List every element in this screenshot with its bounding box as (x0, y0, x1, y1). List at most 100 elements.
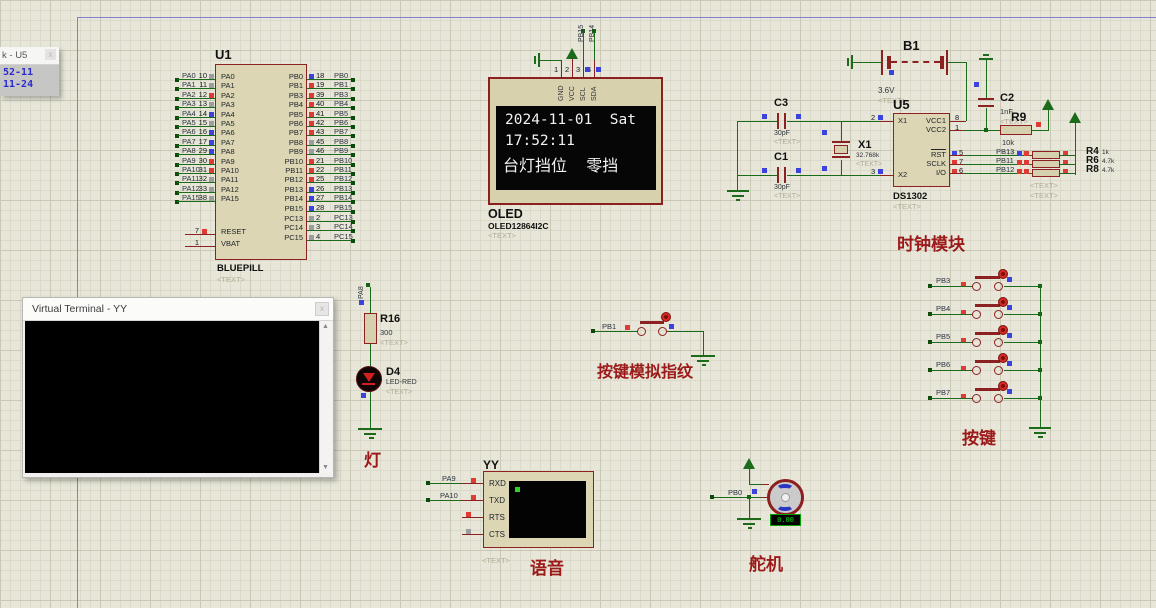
key-row[interactable]: PB5 (928, 333, 1048, 355)
pin-name: PB5 (263, 110, 303, 119)
text-placeholder: <TEXT> (893, 202, 921, 211)
button-contact (972, 282, 981, 291)
rtc-pullup-rows: PB13 R4 1k PB11 R6 4.7k (963, 148, 1156, 178)
text-placeholder: <TEXT> (774, 139, 800, 146)
text-placeholder: <TEXT> (386, 389, 412, 396)
pin-stub (880, 121, 893, 122)
button-actuator[interactable] (661, 312, 671, 322)
state-indicator (361, 393, 366, 398)
resistor-value: 4.7k (1102, 167, 1114, 174)
ground-icon (697, 360, 709, 362)
servo-angle-display: 0.00 (770, 514, 801, 526)
close-icon[interactable]: x (315, 302, 329, 316)
state-indicator (1007, 333, 1012, 338)
section-label-servo: 舵机 (749, 550, 783, 575)
pin-name: VCC1 (916, 116, 946, 125)
pin-name: PA12 (221, 185, 239, 194)
pin-name: SCLK (916, 159, 946, 168)
terminal-title: Virtual Terminal - YY (32, 303, 127, 315)
pin-stub (462, 517, 483, 518)
pin-stub (185, 246, 215, 247)
servo-motor[interactable] (767, 479, 804, 516)
pin-stub (950, 155, 963, 156)
junction (984, 128, 988, 132)
wire (931, 314, 973, 315)
fingerprint-button[interactable] (636, 311, 676, 337)
wire (370, 287, 371, 313)
scroll-up-icon[interactable]: ▲ (322, 323, 329, 330)
capacitor-plate (784, 167, 786, 183)
virtual-terminal-window[interactable]: Virtual Terminal - YY x ▲ ▼ (22, 297, 334, 478)
section-label-clock: 时钟模块 (897, 230, 965, 255)
pin-name: PA9 (221, 157, 235, 166)
pin-name: PA6 (221, 128, 235, 137)
battery-plate (940, 56, 944, 69)
net-label: PB6 (936, 360, 950, 369)
ground-icon (727, 190, 749, 192)
crystal-ref: X1 (858, 139, 871, 151)
mcu-pin-row[interactable]: PC15 4 PC15 (307, 234, 367, 246)
terminal-endpoint (351, 78, 355, 82)
ground-icon (847, 58, 849, 66)
wire (749, 484, 761, 485)
watch-window-titlebar[interactable]: k - U5 x (0, 47, 59, 65)
voice-screen (509, 481, 586, 538)
state-indicator (889, 70, 894, 75)
pin-name: PA2 (221, 91, 235, 100)
pin-number: 2 (565, 65, 569, 74)
resistor-r16[interactable] (364, 313, 377, 344)
terminal-endpoint (351, 87, 355, 91)
state-indicator (752, 489, 757, 494)
wire (177, 201, 215, 202)
wire (714, 497, 761, 498)
oled-line-mode: 台灯挡位 零挡 (503, 152, 618, 176)
pin-stub (185, 234, 215, 235)
terminal-scrollbar[interactable]: ▲ ▼ (319, 321, 332, 473)
wire (1048, 110, 1049, 130)
pin-name: PB10 (263, 157, 303, 166)
close-icon[interactable]: x (45, 49, 56, 60)
wire (1004, 398, 1040, 399)
oled-line-time: 17:52:11 (505, 133, 575, 149)
button-cap (975, 388, 1000, 391)
capacitor-c3[interactable] (777, 111, 789, 131)
wire (841, 121, 842, 141)
mcu-pin-row[interactable]: 1 VBAT (185, 240, 315, 252)
pullup-resistor[interactable] (1032, 169, 1060, 177)
key-row[interactable]: PB6 (928, 361, 1048, 383)
power-arrow-icon (743, 458, 755, 469)
key-row[interactable]: PB3 (928, 277, 1048, 299)
pin-name: PB13 (263, 185, 303, 194)
resistor-r9[interactable] (1000, 125, 1032, 135)
pin-name: VCC2 (916, 125, 946, 134)
key-row[interactable]: PB4 (928, 305, 1048, 327)
state-indicator (822, 166, 827, 171)
capacitor-c1[interactable] (777, 165, 789, 185)
net-label: PB1 (602, 322, 616, 331)
pin-name: CTS (489, 530, 505, 539)
terminal-titlebar[interactable]: Virtual Terminal - YY x (23, 298, 333, 321)
crystal-x1[interactable] (829, 139, 853, 160)
pullup-row[interactable]: PB12 R8 4.7k (963, 166, 1156, 178)
net-label: PB15 (578, 25, 585, 42)
servo-shaft (781, 493, 790, 502)
led-d4[interactable] (356, 366, 382, 392)
wire (1060, 155, 1075, 156)
pin-name: I/O (916, 168, 946, 177)
key-row[interactable]: PB7 (928, 389, 1048, 411)
resistor-value: 4.7k (1102, 158, 1114, 165)
button-contact (994, 282, 1003, 291)
oled-screen: 2024-11-01 Sat 17:52:11 台灯挡位 零挡 (496, 106, 656, 190)
button-contact (972, 394, 981, 403)
scroll-down-icon[interactable]: ▼ (322, 464, 329, 471)
capacitor-c2[interactable] (978, 96, 994, 108)
watch-window[interactable]: k - U5 x 52-11 11-24 (0, 47, 59, 96)
led-diode-triangle (363, 373, 375, 382)
net-label: PA10 (440, 491, 458, 500)
pin-name: PA11 (221, 175, 238, 184)
ground-icon (358, 428, 382, 430)
pin-stub (761, 484, 769, 485)
wire (1004, 314, 1040, 315)
pin-name: PB14 (263, 194, 303, 203)
